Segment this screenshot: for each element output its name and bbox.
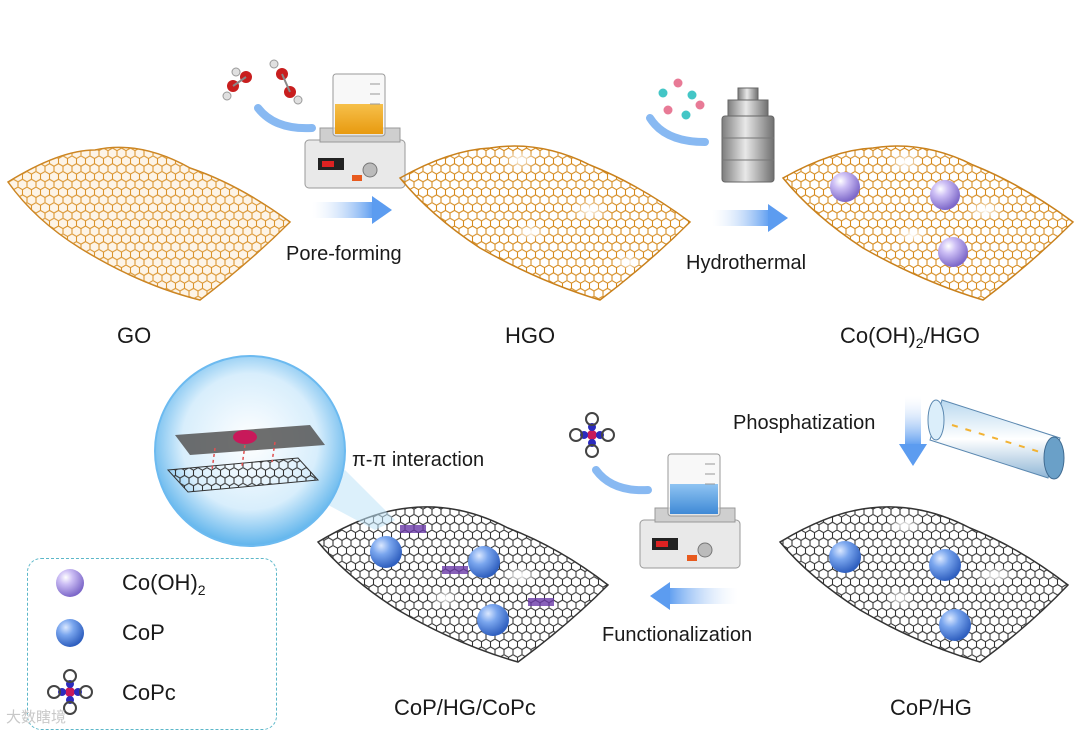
cop-hg-sheet <box>778 506 1070 663</box>
cooh-hgo-sheet <box>781 145 1075 301</box>
step-hydrothermal-label: Hydrothermal <box>686 252 807 274</box>
curved-arrow-icon <box>592 466 652 495</box>
legend-blue-sphere-icon <box>56 619 84 647</box>
step-functionalization-label: Functionalization <box>602 624 753 646</box>
go-sheet <box>6 146 292 301</box>
copc-on-sheet-icon <box>400 525 554 606</box>
cooh-hgo-label: Co(OH)2/HGO <box>840 323 980 351</box>
copc-molecule-icon <box>569 412 615 458</box>
cop-sphere <box>829 541 861 573</box>
watermark: 大数瞎境 <box>6 709 67 726</box>
go-label: GO <box>117 323 152 348</box>
pi-pi-interaction-bubble <box>154 355 346 547</box>
cop-sphere <box>370 536 402 568</box>
arrow-hydrothermal <box>712 210 770 226</box>
ions-icon <box>658 78 705 120</box>
legend-purple-sphere-icon <box>56 569 84 597</box>
arrow-phosphatization <box>905 396 921 446</box>
step-phosphatization-label: Phosphatization <box>733 412 876 434</box>
stirrer-beaker-orange-icon <box>304 73 406 189</box>
curved-arrow-icon <box>646 114 709 146</box>
step-pore-forming-label: Pore-forming <box>286 243 402 265</box>
cop-sphere <box>477 604 509 636</box>
autoclave-icon <box>721 87 775 183</box>
cop-hg-label: CoP/HG <box>890 695 972 720</box>
hgo-label: HGO <box>505 323 556 348</box>
legend-item-copc: CoPc <box>122 680 176 705</box>
curved-arrow-icon <box>254 104 316 133</box>
cooh-sphere <box>830 172 860 202</box>
legend-copc-molecule-icon <box>47 669 93 715</box>
cop-sphere <box>939 609 971 641</box>
tube-furnace-icon <box>927 399 1065 480</box>
hgo-sheet <box>398 145 692 301</box>
cop-hg-copc-sheet <box>316 506 610 663</box>
cooh-sphere <box>938 237 968 267</box>
stirrer-beaker-blue-icon <box>639 453 741 569</box>
legend-item-cop: CoP <box>122 620 165 645</box>
cooh-sphere <box>930 180 960 210</box>
cop-sphere <box>929 549 961 581</box>
water-molecule-icon <box>222 59 303 105</box>
pi-pi-interaction-label: π-π interaction <box>352 449 485 471</box>
cop-hg-copc-label: CoP/HG/CoPc <box>394 695 536 720</box>
cop-sphere <box>468 546 500 578</box>
legend-item-cooh: Co(OH)2 <box>122 570 206 598</box>
arrow-pore-forming <box>312 202 374 218</box>
legend-box <box>27 558 277 730</box>
arrow-functionalization <box>668 588 738 604</box>
